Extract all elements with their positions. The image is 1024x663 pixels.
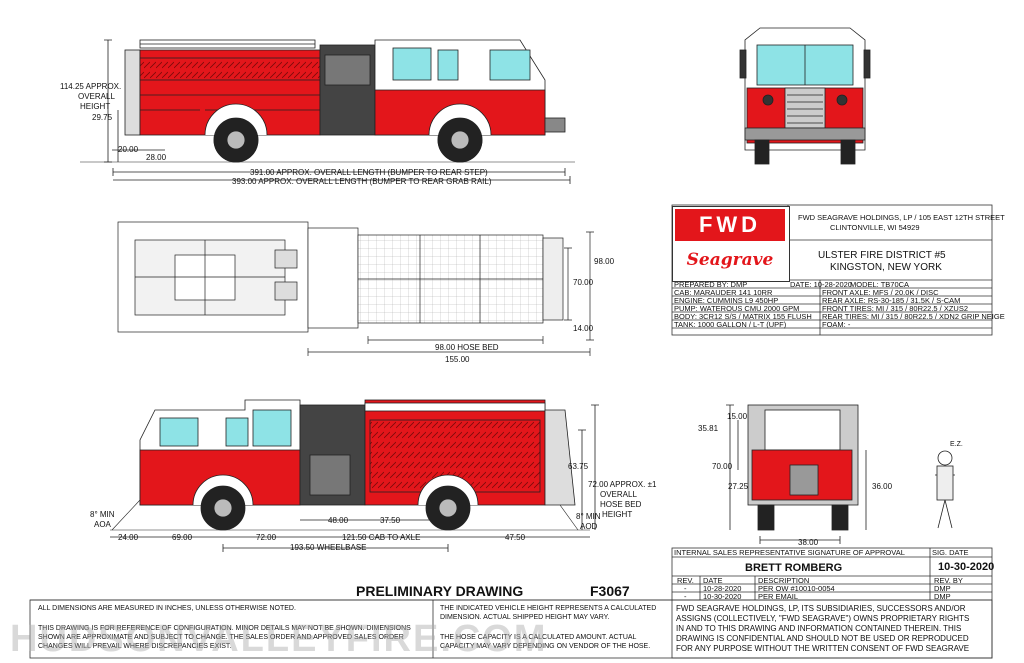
fwd-seagrave-logo: FWD Seagrave bbox=[672, 206, 790, 282]
note-hose-2: CAPACITY MAY VARY DEPENDING ON VENDOR OF… bbox=[440, 643, 651, 650]
proprietary-3: IN AND TO THIS DRAWING AND INFORMATION C… bbox=[676, 624, 962, 633]
hose-bed-height-3: HOSE BED bbox=[600, 500, 642, 509]
length-rear-rail: 393.00 APPROX. OVERALL LENGTH (BUMPER TO… bbox=[232, 177, 492, 186]
aoa-1: 8° MIN bbox=[90, 510, 115, 519]
rear-dim-15: 15.00 bbox=[727, 412, 748, 421]
body-spec: BODY: 3CR12 S/S / MATRIX 155 FLUSH bbox=[674, 312, 812, 321]
note-reference-2: SHOWN ARE APPROXIMATE AND SUBJECT TO CHA… bbox=[38, 634, 404, 641]
tank-spec: TANK: 1000 GALLON / L-T (UPF) bbox=[674, 320, 787, 329]
cab-spec: CAB: MARAUDER 141 10RR bbox=[674, 288, 773, 297]
plan-view bbox=[117, 221, 594, 356]
note-hose-1: THE HOSE CAPACITY IS A CALCULATED AMOUNT… bbox=[440, 634, 637, 641]
dim-155: 155.00 bbox=[445, 355, 470, 364]
side-view-bottom bbox=[110, 399, 599, 552]
cab-to-axle: 121.50 CAB TO AXLE bbox=[342, 533, 421, 542]
dim-29-75: 29.75 bbox=[92, 113, 113, 122]
rear-dim-70: 70.00 bbox=[712, 462, 733, 471]
dim-47-5: 47.50 bbox=[505, 533, 526, 542]
rev-row-2-by: DMP bbox=[934, 592, 951, 601]
drawing-number: F3067 bbox=[590, 583, 630, 599]
proprietary-2: ASSIGNS (COLLECTIVELY, "FWD SEAGRAVE") O… bbox=[676, 614, 970, 623]
hose-bed-height-4: HEIGHT bbox=[602, 510, 633, 519]
hose-bed-height-2: OVERALL bbox=[600, 490, 637, 499]
rev-header-by: REV. BY bbox=[934, 576, 963, 585]
customer-line-2: KINGSTON, NEW YORK bbox=[830, 262, 942, 273]
wheelbase: 193.50 WHEELBASE bbox=[290, 543, 367, 552]
rev-row-1-by: DMP bbox=[934, 584, 951, 593]
dim-28: 28.00 bbox=[146, 153, 167, 162]
front-axle-spec: FRONT AXLE: MFS / 20.0K / DISC bbox=[822, 288, 939, 297]
dim-48: 48.00 bbox=[328, 516, 349, 525]
rear-tires-spec: REAR TIRES: MI / 315 / 80R22.5 / XDN2 GR… bbox=[822, 312, 1005, 321]
foam-spec: FOAM: - bbox=[822, 320, 851, 329]
rear-axle-spec: REAR AXLE: RS-30-185 / 31.5K / S-CAM bbox=[822, 296, 961, 305]
front-view bbox=[739, 27, 871, 165]
figure-tag: E.Z. bbox=[950, 441, 963, 448]
rev-row-1-desc: PER OW #10010-0054 bbox=[758, 584, 835, 593]
proprietary-1: FWD SEAGRAVE HOLDINGS, LP, ITS SUBSIDIAR… bbox=[676, 604, 966, 613]
rev-header-date: DATE bbox=[703, 576, 723, 585]
length-rear-step: 391.00 APPROX. OVERALL LENGTH (BUMPER TO… bbox=[250, 168, 488, 177]
watermark: HUDSONVALLEYFIRE.COM bbox=[10, 618, 548, 660]
note-height-1: THE INDICATED VEHICLE HEIGHT REPRESENTS … bbox=[440, 605, 657, 612]
note-reference-1: THIS DRAWING IS FOR REFERENCE OF CONFIGU… bbox=[38, 625, 411, 632]
side-view-top bbox=[80, 39, 575, 184]
dim-70: 70.00 bbox=[573, 278, 594, 287]
preliminary-drawing-label: PRELIMINARY DRAWING bbox=[356, 583, 524, 599]
model: MODEL: TB70CA bbox=[850, 280, 910, 289]
company-line-2: CLINTONVILLE, WI 54929 bbox=[830, 223, 920, 232]
proprietary-4: DRAWING IS CONFIDENTIAL AND SHOULD NOT B… bbox=[676, 634, 969, 643]
rear-view bbox=[726, 404, 955, 544]
company-line-1: FWD SEAGRAVE HOLDINGS, LP / 105 EAST 12T… bbox=[798, 213, 1005, 222]
dim-63-75: 63.75 bbox=[568, 462, 589, 471]
rear-dim-27-25: 27.25 bbox=[728, 482, 749, 491]
overall-height-label-2: OVERALL bbox=[78, 92, 115, 101]
rev-row-2-date: 10-30-2020 bbox=[703, 592, 742, 601]
dim-69: 69.00 bbox=[172, 533, 193, 542]
note-all-dimensions: ALL DIMENSIONS ARE MEASURED IN INCHES, U… bbox=[38, 605, 296, 612]
rear-dim-38: 38.00 bbox=[798, 538, 819, 547]
overall-height-label-1: 114.25 APPROX. bbox=[60, 82, 122, 91]
hose-bed-length: 98.00 HOSE BED bbox=[435, 343, 499, 352]
signer-name: BRETT ROMBERG bbox=[745, 562, 843, 574]
dim-72: 72.00 bbox=[256, 533, 277, 542]
rev-row-2-desc: PER EMAIL bbox=[758, 592, 799, 601]
logo-seagrave-text: Seagrave bbox=[686, 250, 774, 270]
dim-98: 98.00 bbox=[594, 257, 615, 266]
pump-spec: PUMP: WATEROUS CMU 2000 GPM bbox=[674, 304, 800, 313]
signature-date: 10-30-2020 bbox=[938, 561, 995, 573]
customer-line-1: ULSTER FIRE DISTRICT #5 bbox=[818, 250, 946, 261]
proprietary-5: FOR ANY PURPOSE WITHOUT THE WRITTEN CONS… bbox=[676, 644, 970, 653]
dim-24: 24.00 bbox=[118, 533, 139, 542]
rear-dim-36: 36.00 bbox=[872, 482, 893, 491]
sig-date-label: SIG. DATE bbox=[932, 548, 969, 557]
rev-header-rev: REV. bbox=[677, 576, 694, 585]
dim-20: 20.00 bbox=[118, 145, 139, 154]
drawing-date: DATE: 10-28-2020 bbox=[790, 280, 852, 289]
rev-header-description: DESCRIPTION bbox=[758, 576, 810, 585]
rear-dim-35-81: 35.81 bbox=[698, 424, 719, 433]
approval-header: INTERNAL SALES REPRESENTATIVE SIGNATURE … bbox=[674, 548, 905, 557]
dim-14: 14.00 bbox=[573, 324, 594, 333]
rev-row-2-rev: - bbox=[684, 592, 687, 601]
hose-bed-height-1: 72.00 APPROX. ±1 bbox=[588, 480, 657, 489]
aod-1: 8° MIN bbox=[576, 512, 601, 521]
note-height-2: DIMENSION. ACTUAL SHIPPED HEIGHT MAY VAR… bbox=[440, 614, 610, 621]
rev-row-1-date: 10-28-2020 bbox=[703, 584, 742, 593]
aoa-2: AOA bbox=[94, 520, 111, 529]
rev-row-1-rev: - bbox=[684, 584, 687, 593]
aod-2: AOD bbox=[580, 522, 598, 531]
overall-height-label-3: HEIGHT bbox=[80, 102, 111, 111]
dim-37-5: 37.50 bbox=[380, 516, 401, 525]
prepared-by: PREPARED BY: DMP bbox=[674, 280, 748, 289]
front-tires-spec: FRONT TIRES: MI / 315 / 80R22.5 / XZUS2 bbox=[822, 304, 969, 313]
logo-fwd-text: FWD bbox=[675, 209, 785, 241]
engine-spec: ENGINE: CUMMINS L9 450HP bbox=[674, 296, 779, 305]
note-reference-3: CHANGES WILL PREVAIL WHERE DISCREPANCIES… bbox=[38, 643, 232, 650]
